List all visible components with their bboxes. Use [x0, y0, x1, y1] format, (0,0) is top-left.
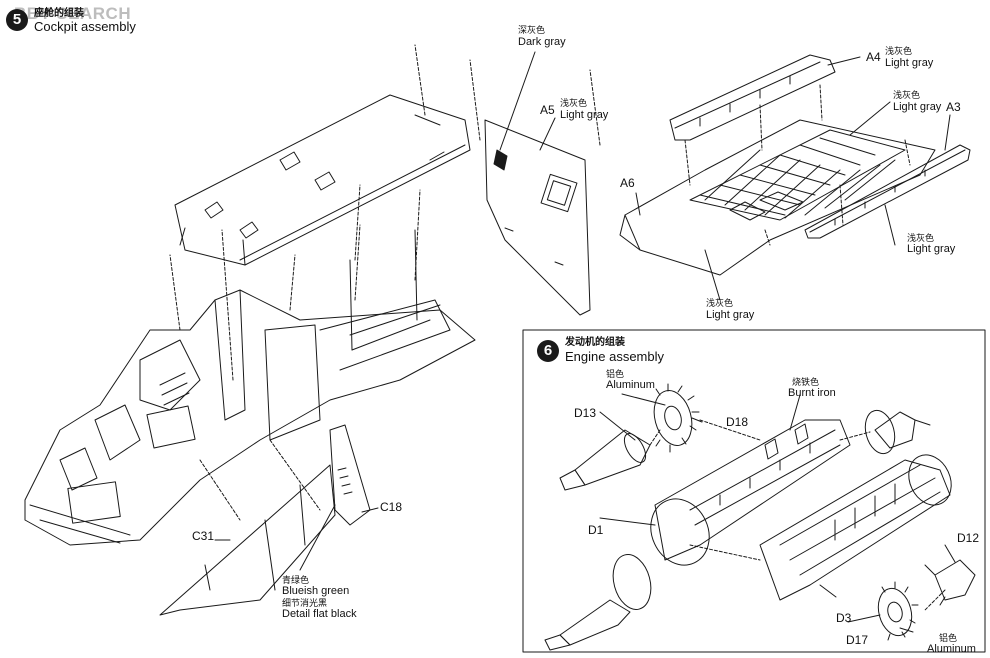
step6-leader-lines [649, 419, 946, 611]
detail-flat-black-cn-label: 细节消光黑 [282, 598, 328, 608]
burnt-iron-cn-label: 烧铁色 [792, 377, 820, 387]
floor-light-gray-cn-label: 浅灰色 [893, 90, 921, 100]
step5-right-leader-lines [684, 84, 911, 246]
step5-label-lines [214, 51, 556, 571]
dark-gray-cn-label: 深灰色 [518, 25, 546, 35]
cockpit-floor-upper [174, 94, 471, 266]
part-d18-label: D18 [726, 415, 749, 429]
a6-light-gray-label: Light gray [706, 309, 755, 321]
a6-light-gray-cn-label: 浅灰色 [706, 298, 734, 308]
a5-light-gray-label: Light gray [560, 109, 609, 121]
engine-body-d1 [650, 419, 851, 566]
engine-exhaust-d12 [924, 559, 976, 606]
engine-front-gear [544, 554, 652, 651]
engine-gear-d18 [653, 383, 700, 453]
d13-aluminum-cn-label: 铝色 [606, 369, 625, 379]
part-d12-label: D12 [957, 531, 980, 545]
a3-light-gray-label: Light gray [907, 243, 956, 255]
a5-light-gray-cn-label: 浅灰色 [560, 98, 588, 108]
detail-flat-black-label: Detail flat black [282, 608, 357, 620]
engine-part-d13 [559, 429, 651, 491]
blueish-green-cn-label: 青绿色 [282, 575, 310, 585]
dark-gray-label: Dark gray [518, 36, 566, 48]
step5-leader-lines [169, 44, 601, 521]
step5-right-label-lines [635, 56, 951, 301]
step-6-number-badge: 6 [537, 340, 559, 362]
d13-aluminum-label: Aluminum [606, 379, 655, 391]
part-a3-label: A3 [946, 100, 961, 114]
part-d13-label: D13 [574, 406, 597, 420]
part-c31-label: C31 [192, 529, 215, 543]
part-d1-label: D1 [588, 523, 604, 537]
engine-panel-border [522, 329, 986, 653]
part-a6-label: A6 [620, 176, 635, 190]
side-panel-c18 [329, 424, 371, 526]
part-d17-label: D17 [846, 633, 869, 647]
part-a4-label: A4 [866, 50, 881, 64]
step-5-title: Cockpit assembly [34, 19, 136, 34]
step-6-title-cn: 发动机的组装 [565, 337, 625, 348]
burnt-iron-label: Burnt iron [788, 387, 836, 399]
step-5-number-badge: 5 [6, 9, 28, 31]
watermark-text: BBY SEARCH [14, 4, 132, 23]
d17-aluminum-cn-label: 铝色 [939, 633, 958, 643]
blueish-green-label: Blueish green [282, 585, 350, 597]
a4-light-gray-label: Light gray [885, 57, 934, 69]
cockpit-bulkhead-a5 [484, 119, 591, 316]
part-d3-label: D3 [836, 611, 852, 625]
side-rail-a3 [804, 144, 971, 239]
side-panel-c31 [159, 464, 336, 616]
side-rail-a4 [669, 54, 836, 141]
engine-gear-d17 [877, 581, 919, 641]
engine-rear-cone [864, 409, 931, 455]
step-5-title-cn: 座舱的组装 [34, 8, 84, 19]
floor-light-gray-label: Light gray [893, 101, 942, 113]
part-c18-label: C18 [380, 500, 403, 514]
a4-light-gray-cn-label: 浅灰色 [885, 46, 913, 56]
part-a5-label: A5 [540, 103, 555, 117]
step-6-title: Engine assembly [565, 349, 664, 364]
step6-label-lines [599, 393, 956, 633]
engine-body-d3 [759, 454, 952, 601]
cockpit-floor-a6 [619, 119, 936, 276]
cockpit-tub-lower [24, 229, 476, 546]
d17-aluminum-label: Aluminum [927, 643, 976, 655]
a3-light-gray-cn-label: 浅灰色 [907, 233, 935, 243]
